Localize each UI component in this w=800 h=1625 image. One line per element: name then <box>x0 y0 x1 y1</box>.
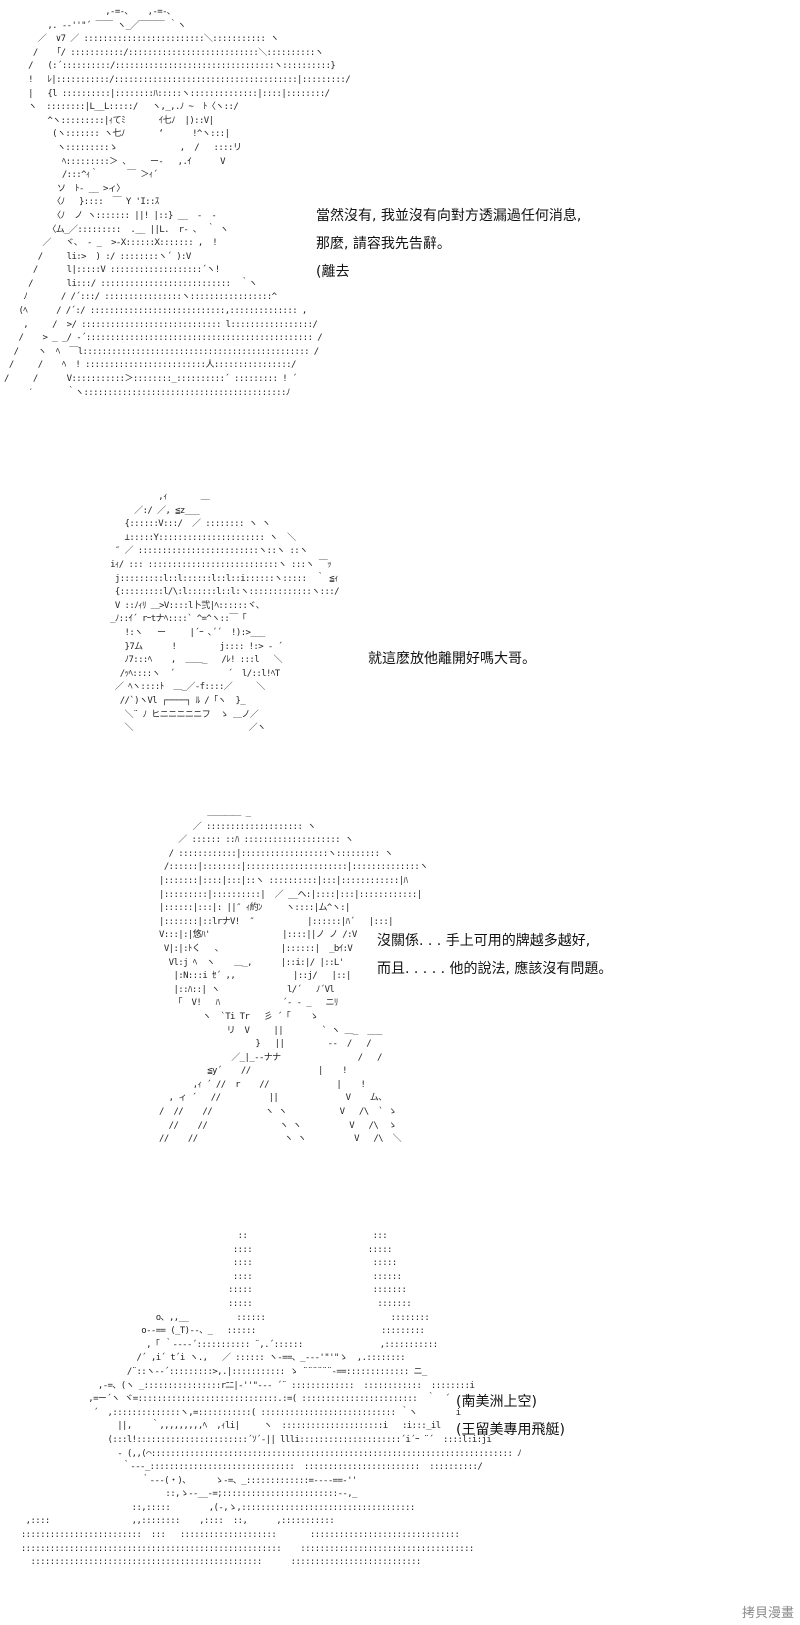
dialogue-line: 就這麽放他離開好嗎大哥。 <box>368 651 536 667</box>
panel-4: :: ::: :::: ::::: :::: ::::: <box>0 1228 800 1625</box>
panel-3-dialogue: 沒關係. . . 手上可用的牌越多越好, 而且. . . . . 他的說法, 應… <box>377 927 612 983</box>
ascii-art-character-2: ,ｨ ＿ ／:/ ／, ≦z___ {::::::V:::/ ／ :::::::… <box>110 492 339 734</box>
panel-1-dialogue: 當然沒有, 我並沒有向對方透漏過任何消息, 那麼, 請容我先告辭。 (離去 <box>316 202 581 286</box>
dialogue-line: 而且. . . . . 他的說法, 應該沒有問題。 <box>377 961 613 977</box>
watermark: 拷貝漫畫 <box>741 1606 794 1621</box>
dialogue-line: 那麼, 請容我先告辭。 <box>316 236 451 252</box>
dialogue-line: (離去 <box>316 264 350 280</box>
dialogue-line: 當然沒有, 我並沒有向對方透漏過任何消息, <box>316 208 582 224</box>
panel-2: ,ｨ ＿ ／:/ ／, ≦z___ {::::::V:::/ ／ :::::::… <box>0 485 800 805</box>
dialogue-line: 沒關係. . . 手上可用的牌越多越好, <box>377 933 591 949</box>
ascii-art-airship: :: ::: :::: ::::: :::: ::::: <box>20 1231 522 1568</box>
dialogue-line: (南美洲上空) <box>456 1394 537 1410</box>
dialogue-line: (王留美專用飛艇) <box>456 1422 565 1438</box>
panel-3: ＿＿＿＿ _ ／ :::::::::::::::::::: ヽ ／ ::::::… <box>0 805 800 1225</box>
panel-2-dialogue: 就這麽放他離開好嗎大哥。 <box>368 645 536 673</box>
panel-1: ,-=-､ ,-=-､ ,. -‐''"´ ￣￣ ヽ_／￣￣￣ ｀ヽ ／ ∨7 … <box>0 0 800 480</box>
panel-4-dialogue: (南美洲上空) (王留美專用飛艇) <box>456 1388 565 1444</box>
ascii-art-character-1: ,-=-､ ,-=-､ ,. -‐''"´ ￣￣ ヽ_／￣￣￣ ｀ヽ ／ ∨7 … <box>4 7 351 398</box>
ascii-art-character-3: ＿＿＿＿ _ ／ :::::::::::::::::::: ヽ ／ ::::::… <box>159 808 428 1145</box>
